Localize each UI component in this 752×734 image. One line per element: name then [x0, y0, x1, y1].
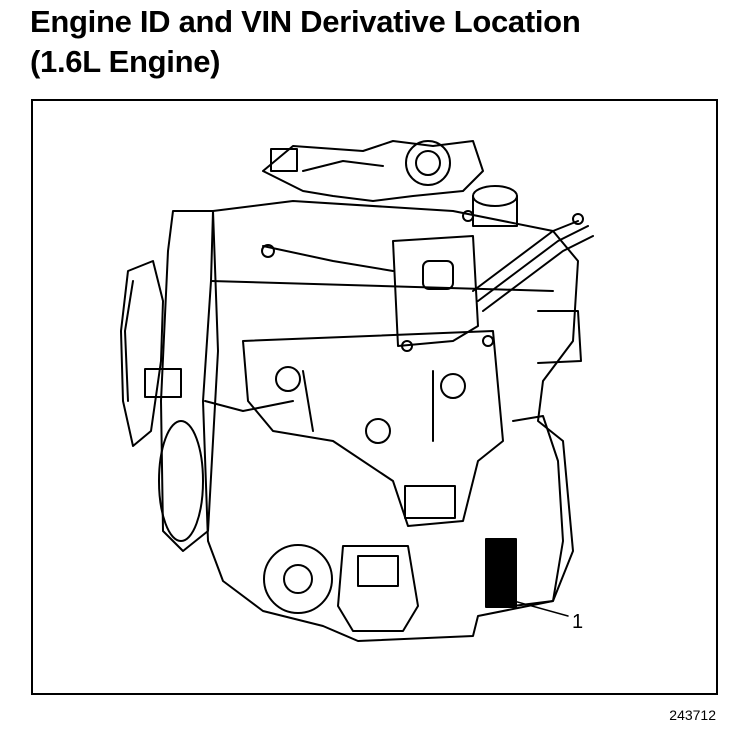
starter-housing	[337, 545, 419, 632]
cooling-fan	[120, 260, 182, 447]
title-line-2: (1.6L Engine)	[30, 44, 221, 79]
bolt-details	[261, 210, 584, 352]
oil-filler-cap	[472, 185, 518, 227]
exhaust-heat-shield	[242, 330, 504, 527]
intake-manifold	[262, 140, 484, 202]
spark-plug-wires	[262, 220, 594, 312]
diagram-frame: 1	[31, 99, 718, 695]
engine-diagram: 1	[120, 140, 594, 642]
ignition-coil	[392, 235, 479, 347]
crank-pulley	[158, 210, 219, 552]
page-title: Engine ID and VIN Derivative Location (1…	[30, 2, 581, 82]
vin-derivative-pad	[485, 538, 517, 608]
figure-number: 243712	[669, 707, 716, 723]
transaxle-flange	[512, 310, 582, 607]
title-line-1: Engine ID and VIN Derivative Location	[30, 4, 581, 39]
oil-filter	[263, 544, 333, 614]
callout-number-1: 1	[572, 611, 583, 633]
callout-leader-line	[502, 597, 569, 617]
